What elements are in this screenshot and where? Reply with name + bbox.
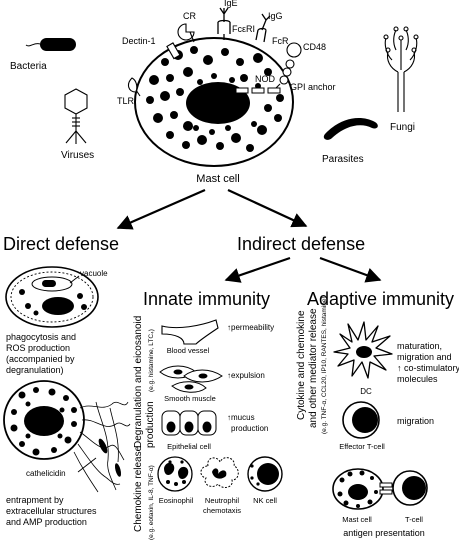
mucus-label-2: production [231, 424, 268, 433]
smooth-muscle-icon [159, 365, 223, 393]
neutrophil-label-1: Neutrophil [205, 496, 240, 505]
nod-label: NOD [255, 74, 276, 84]
entrapment-line-3: and AMP production [6, 517, 87, 527]
bacteria-label: Bacteria [10, 61, 47, 72]
nk-cell-icon [247, 456, 283, 492]
chemokine-release-side-example: (e.g. eotaxin, IL-8, TNF-α) [148, 465, 155, 540]
maturation-line-3: ↑ co-stimulatory [397, 363, 459, 373]
t-cell-label: T-cell [405, 515, 423, 524]
eosinophil-icon [157, 456, 193, 492]
viruses-label: Viruses [61, 150, 94, 161]
cytokine-side-example: (e.g. TNF-α, CCL20, IP10, RANTES, histam… [321, 296, 328, 434]
dectin-receptor-icon [166, 42, 181, 60]
fungi-icon [383, 26, 419, 112]
fceri-label: FcεRI [232, 24, 255, 34]
phagocytosis-cell-icon [5, 266, 99, 328]
dc-label: DC [360, 387, 372, 396]
phagocytosis-line-2: ROS production [6, 343, 70, 353]
expulsion-label: ↑expulsion [227, 371, 265, 380]
maturation-line-1: maturation, [397, 341, 442, 351]
cytokine-side-label-2: and other mediator release [308, 308, 319, 428]
antigen-presentation-label: antigen presentation [343, 528, 425, 538]
antigen-presentation-icon [332, 468, 428, 510]
gpi-anchor-label: GPI anchor [290, 82, 336, 92]
maturation-line-4: molecules [397, 374, 438, 384]
igg-fcr-icon [255, 13, 271, 43]
dendritic-cell-icon [333, 321, 393, 379]
mucus-label-1: ↑mucus [227, 413, 255, 422]
direct-defense-heading: Direct defense [3, 234, 119, 254]
vacuole-label: vacuole [80, 269, 108, 278]
cytokine-side-label-1: Cytokine and chemokine [296, 310, 307, 420]
maturation-line-2: migration and [397, 352, 452, 362]
smooth-muscle-label: Smooth muscle [164, 394, 216, 403]
extracellular-traps-icon [73, 401, 131, 493]
migration-label: migration [397, 416, 434, 426]
cd48-label: CD48 [303, 42, 326, 52]
mast-cell-title: Mast cell [196, 173, 239, 185]
chemokine-release-side-label: Chemokine release [133, 445, 144, 532]
igg-label: IgG [268, 11, 283, 21]
entrapment-cell-icon [3, 380, 85, 460]
neutrophil-icon [200, 457, 239, 488]
neutrophil-label-2: chemotaxis [203, 506, 241, 515]
mast-cell-icon [134, 37, 294, 167]
blood-vessel-label: Blood vessel [167, 346, 210, 355]
ige-fceri-icon [217, 7, 231, 40]
blood-vessel-icon [161, 319, 219, 345]
indirect-defense-heading: Indirect defense [237, 234, 365, 254]
phagocytosis-line-3: (accompanied by [6, 354, 75, 364]
bacteria-icon [25, 38, 76, 51]
branch-arrows [116, 188, 382, 283]
entrapment-line-1: entrapment by [6, 495, 64, 505]
degranulation-side-label-1: Degranulation and eicosanoid [133, 316, 144, 448]
innate-immunity-heading: Innate immunity [143, 289, 270, 309]
degranulation-side-example: (e.g. histamine, LTC₄) [148, 329, 155, 392]
effector-t-cell-icon [342, 401, 380, 439]
tlr-receptor-icon [127, 77, 141, 97]
eosinophil-label: Eosinophil [159, 496, 194, 505]
entrapment-line-2: extracellular structures [6, 506, 97, 516]
cathelicidin-label: cathelicidin [26, 469, 66, 478]
epithelial-cell-icon [161, 410, 217, 436]
phagocytosis-line-1: phagocytosis and [6, 332, 76, 342]
epithelial-label: Epithelial cell [167, 442, 211, 451]
fungi-label: Fungi [390, 122, 415, 133]
mast-cell-small-label: Mast cell [342, 515, 372, 524]
permeability-label: ↑permeability [227, 323, 274, 332]
cr-receptor-icon [177, 23, 195, 43]
tlr-label: TLR [117, 96, 135, 106]
cr-label: CR [183, 11, 196, 21]
effector-t-cell-label: Effector T-cell [339, 442, 385, 451]
ige-label: IgE [224, 0, 238, 8]
phagocytosis-line-4: degranulation) [6, 365, 64, 375]
virus-icon [64, 88, 88, 144]
adaptive-immunity-heading: Adaptive immunity [307, 289, 454, 309]
dectin-label: Dectin-1 [122, 36, 156, 46]
parasite-icon [323, 118, 378, 140]
degranulation-side-label-2: production [145, 401, 156, 448]
parasites-label: Parasites [322, 154, 364, 165]
fcr-label: FcR [272, 36, 289, 46]
cd48-receptor-icon [275, 42, 302, 89]
nk-cell-label: NK cell [253, 496, 277, 505]
